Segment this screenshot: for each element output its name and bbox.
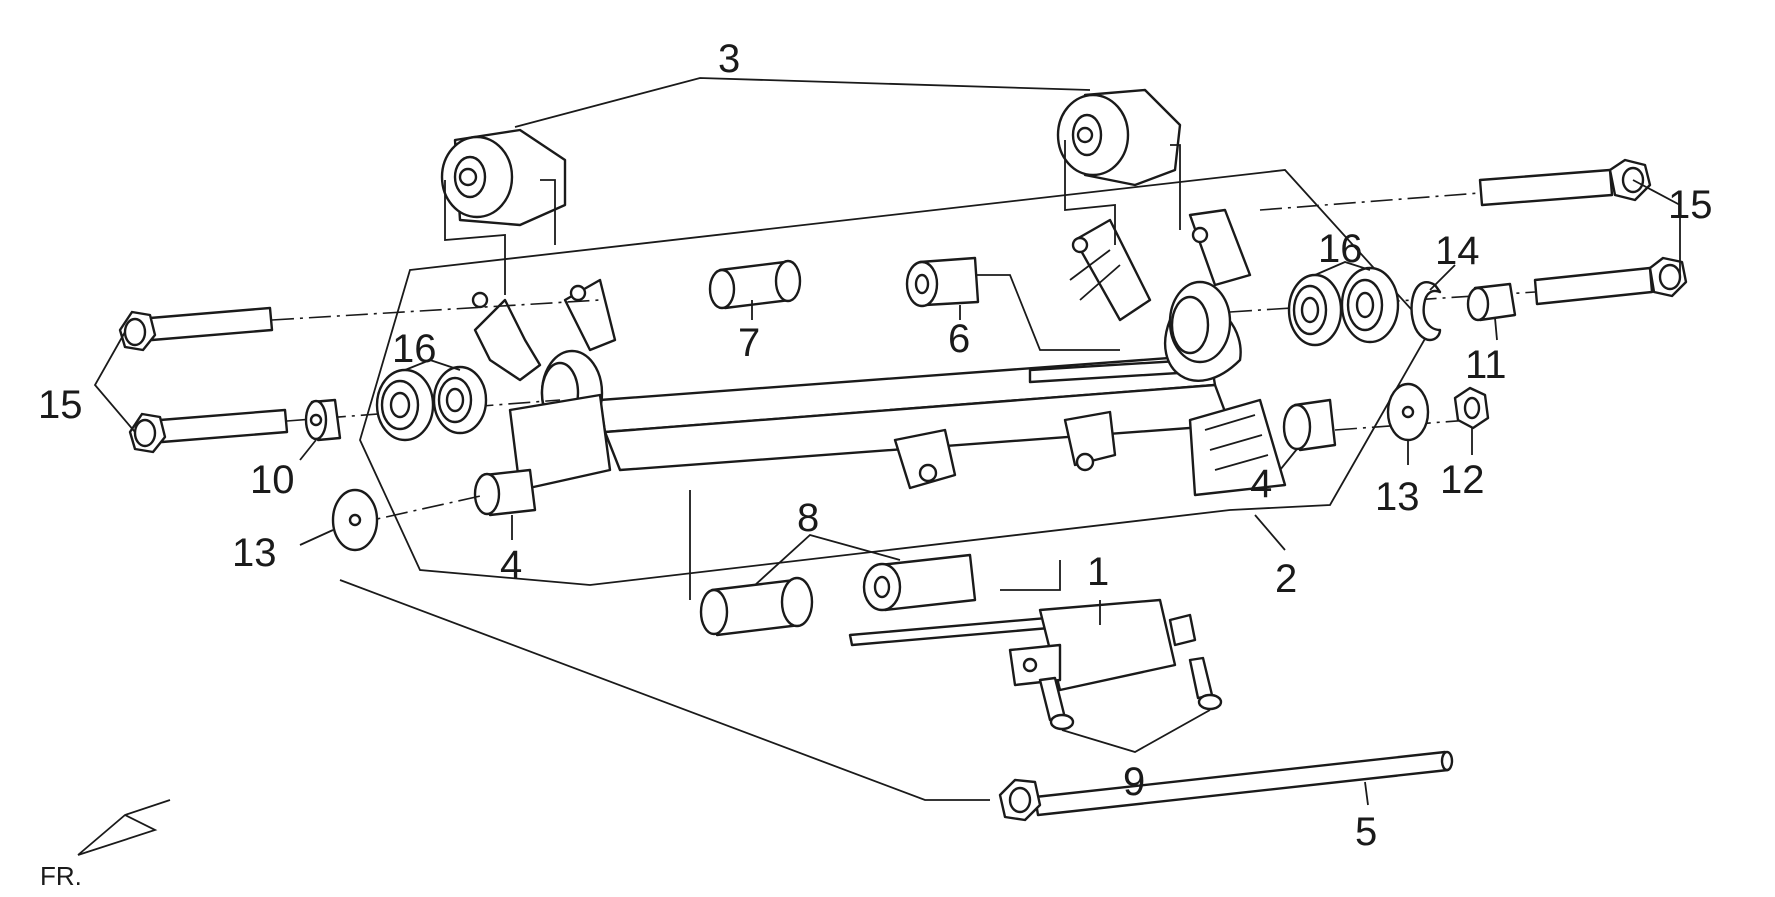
callout-13-left: 13 bbox=[232, 531, 277, 575]
bearing-16-right-a bbox=[1287, 273, 1343, 347]
circlip-14 bbox=[1410, 281, 1442, 342]
leader-3 bbox=[514, 77, 1091, 128]
damper-1 bbox=[848, 598, 1197, 692]
washer-13-left bbox=[331, 488, 379, 552]
callout-7: 7 bbox=[738, 321, 760, 365]
callout-4-left: 4 bbox=[500, 543, 522, 587]
leader-15-right bbox=[1632, 179, 1681, 277]
bolt-15-right-upper bbox=[1478, 158, 1652, 207]
callout-16-right: 16 bbox=[1318, 227, 1363, 271]
washer-13-right bbox=[1386, 382, 1430, 442]
sleeve-8-left bbox=[699, 576, 814, 637]
callout-15-left: 15 bbox=[38, 383, 83, 427]
mount-bracket-outline-right bbox=[1064, 140, 1181, 245]
leader-16-left bbox=[404, 359, 461, 371]
bearing-16-left-b bbox=[432, 365, 488, 435]
bearing-16-right-b bbox=[1340, 266, 1400, 344]
assembly-outline bbox=[359, 169, 1432, 586]
front-direction-indicator: FR. bbox=[40, 799, 171, 891]
callout-1: 1 bbox=[1087, 550, 1109, 594]
callout-4-right: 4 bbox=[1250, 462, 1272, 506]
leader-15-left bbox=[93, 331, 136, 433]
bolt-5 bbox=[998, 750, 1454, 822]
axis-bearing-4-left bbox=[349, 494, 486, 526]
callout-3: 3 bbox=[718, 37, 740, 81]
callout-2: 2 bbox=[1275, 557, 1297, 601]
callout-5: 5 bbox=[1355, 810, 1377, 854]
callout-13-right: 13 bbox=[1375, 475, 1420, 519]
leader-4-right bbox=[1279, 448, 1298, 471]
callout-15-right: 15 bbox=[1668, 183, 1713, 227]
callout-11: 11 bbox=[1465, 343, 1507, 387]
needle-bearing-4-left bbox=[473, 468, 537, 517]
leader-16-right bbox=[1314, 261, 1371, 276]
fastener-9-left bbox=[1038, 676, 1075, 731]
leader-9 bbox=[1061, 709, 1211, 753]
sleeve-7 bbox=[708, 259, 802, 310]
nut-12 bbox=[1453, 386, 1490, 430]
spacer-11 bbox=[1466, 282, 1517, 322]
callout-9: 9 bbox=[1123, 760, 1145, 804]
sleeve-8-right bbox=[862, 553, 977, 612]
callout-8: 8 bbox=[797, 496, 819, 540]
direction-label: FR. bbox=[40, 861, 82, 891]
callout-14: 14 bbox=[1435, 229, 1480, 273]
axis-left-upper bbox=[271, 299, 601, 321]
callout-10: 10 bbox=[250, 458, 295, 502]
bolt-15-right-lower bbox=[1533, 256, 1688, 306]
rubber-mount-left bbox=[440, 128, 567, 227]
rubber-mount-right bbox=[1056, 88, 1182, 187]
leader-5 bbox=[1364, 781, 1369, 806]
mount-bracket-outline-left bbox=[444, 179, 556, 295]
sleeve-6 bbox=[905, 256, 980, 308]
leader-8-bracket bbox=[689, 490, 1061, 600]
leader-6 bbox=[959, 274, 1120, 351]
axis-right-upper bbox=[1259, 192, 1481, 211]
bolt-15-left-upper bbox=[118, 306, 274, 352]
leader-8 bbox=[754, 533, 901, 586]
leader-14 bbox=[1429, 264, 1456, 291]
bolt-15-left-lower bbox=[128, 408, 289, 454]
bearing-16-left-a bbox=[375, 368, 435, 442]
leader-13-left bbox=[299, 529, 334, 546]
fastener-9-right bbox=[1188, 656, 1223, 711]
direction-arrow-icon bbox=[77, 799, 171, 856]
leader-13-to-5 bbox=[339, 579, 990, 801]
main-bracket bbox=[471, 208, 1287, 497]
leader-2 bbox=[1254, 514, 1286, 551]
callout-12: 12 bbox=[1440, 458, 1485, 502]
needle-bearing-4-right bbox=[1282, 398, 1337, 452]
leader-10 bbox=[299, 439, 317, 461]
callout-6: 6 bbox=[948, 317, 970, 361]
callout-16-left: 16 bbox=[392, 327, 437, 371]
leader-11 bbox=[1494, 317, 1498, 341]
spacer-10 bbox=[304, 398, 342, 442]
